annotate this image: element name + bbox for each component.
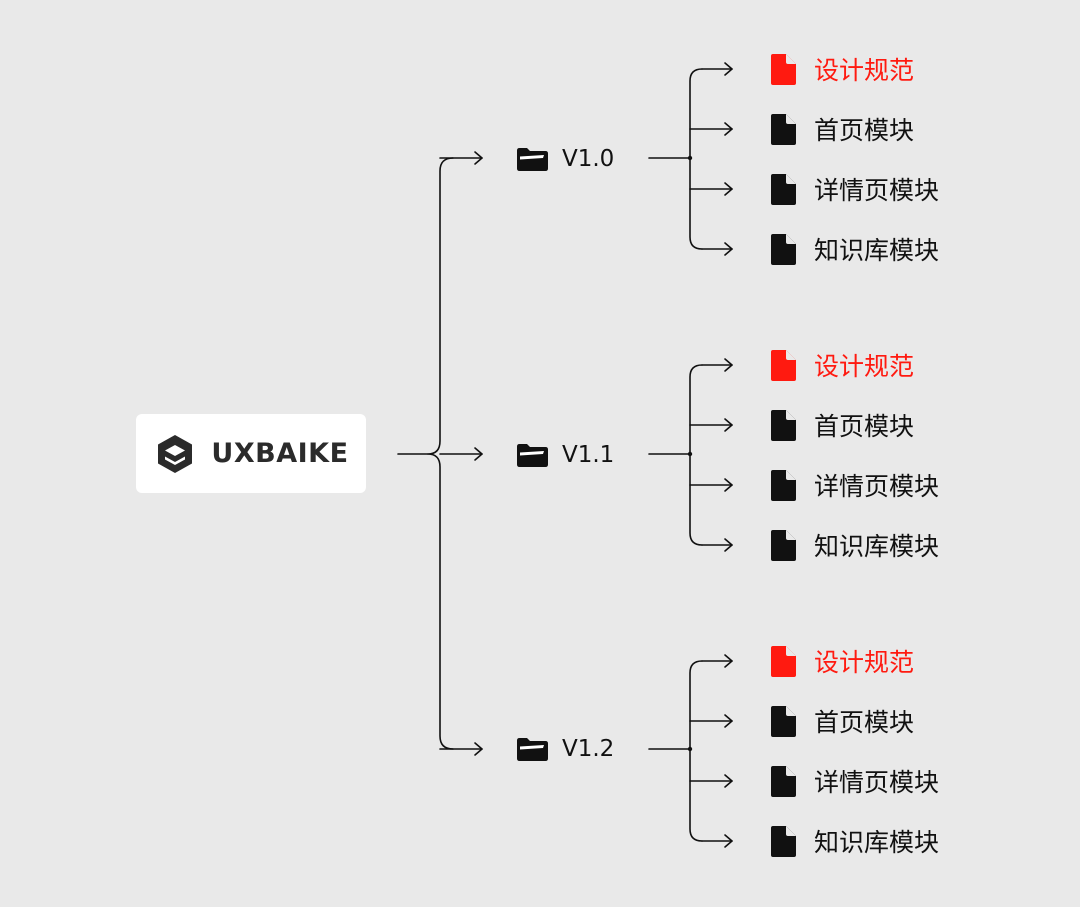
file-item-home-module[interactable]: 首页模块 <box>770 701 914 741</box>
arrowhead-icon <box>474 447 483 461</box>
file-icon <box>771 529 796 561</box>
uxbaike-logo-icon <box>158 434 193 473</box>
version-label: V1.2 <box>562 736 615 762</box>
folder-icon <box>517 147 548 171</box>
file-label: 详情页模块 <box>814 472 940 501</box>
junction-dot <box>687 746 693 752</box>
file-label: 知识库模块 <box>814 236 940 265</box>
version-node-v1-2[interactable]: V1.2 <box>515 732 614 766</box>
arrowhead-icon <box>724 242 733 256</box>
arrowhead-icon <box>724 538 733 552</box>
version-node-v1-1[interactable]: V1.1 <box>515 438 614 472</box>
file-label: 首页模块 <box>814 412 915 441</box>
file-item-detail-module[interactable]: 详情页模块 <box>770 169 939 209</box>
file-item-detail-module[interactable]: 详情页模块 <box>770 761 939 801</box>
file-label: 首页模块 <box>814 708 915 737</box>
file-icon <box>771 645 796 677</box>
file-icon <box>771 349 796 381</box>
file-item-home-module[interactable]: 首页模块 <box>770 109 914 149</box>
file-icon <box>771 469 796 501</box>
file-label: 设计规范 <box>814 56 915 85</box>
connector-root-trunk <box>427 157 454 750</box>
arrowhead-icon <box>474 151 483 165</box>
file-label: 知识库模块 <box>814 828 940 857</box>
file-item-knowledge-module[interactable]: 知识库模块 <box>770 229 939 269</box>
root-node[interactable]: UXBAIKE <box>136 414 366 493</box>
file-icon <box>771 765 796 797</box>
file-item-design-spec[interactable]: 设计规范 <box>770 345 914 385</box>
junction-dot <box>687 155 693 161</box>
file-icon <box>771 233 796 265</box>
version-node-v1-0[interactable]: V1.0 <box>515 142 614 176</box>
file-label: 首页模块 <box>814 116 915 145</box>
arrowhead-icon <box>474 742 483 756</box>
file-label: 设计规范 <box>814 648 915 677</box>
file-label: 知识库模块 <box>814 532 940 561</box>
file-icon <box>771 825 796 857</box>
arrowhead-icon <box>724 654 733 668</box>
file-label: 设计规范 <box>814 352 915 381</box>
file-icon <box>771 409 796 441</box>
file-icon <box>771 705 796 737</box>
arrowhead-icon <box>724 182 733 196</box>
connector-version-trunk-2 <box>689 660 703 842</box>
folder-icon <box>517 737 548 761</box>
version-label: V1.0 <box>562 146 615 172</box>
version-label: V1.1 <box>562 442 615 468</box>
file-item-knowledge-module[interactable]: 知识库模块 <box>770 525 939 565</box>
file-label: 详情页模块 <box>814 768 940 797</box>
file-icon <box>771 173 796 205</box>
file-item-design-spec[interactable]: 设计规范 <box>770 49 914 89</box>
file-item-detail-module[interactable]: 详情页模块 <box>770 465 939 505</box>
file-item-home-module[interactable]: 首页模块 <box>770 405 914 445</box>
arrowhead-icon <box>724 774 733 788</box>
file-icon <box>771 53 796 85</box>
arrowhead-icon <box>724 834 733 848</box>
arrowhead-icon <box>724 714 733 728</box>
file-label: 详情页模块 <box>814 176 940 205</box>
folder-icon <box>517 443 548 467</box>
arrowhead-icon <box>724 122 733 136</box>
brand-name: UXBAIKE <box>211 438 349 469</box>
arrowhead-icon <box>724 478 733 492</box>
arrowhead-icon <box>724 358 733 372</box>
junction-dot <box>687 451 693 457</box>
arrowhead-icon <box>724 62 733 76</box>
file-item-design-spec[interactable]: 设计规范 <box>770 641 914 681</box>
file-item-knowledge-module[interactable]: 知识库模块 <box>770 821 939 861</box>
arrowhead-icon <box>724 418 733 432</box>
file-icon <box>771 113 796 145</box>
